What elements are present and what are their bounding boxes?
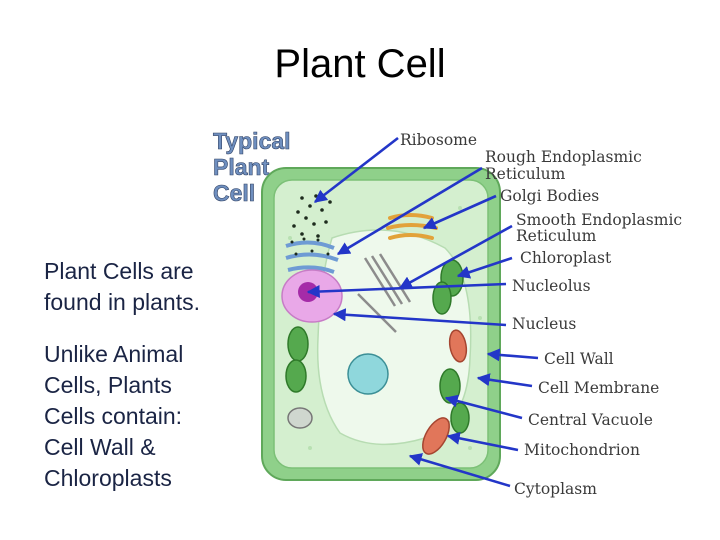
label-nucleus: Nucleus <box>512 315 576 333</box>
intro-paragraph: Plant Cells are found in plants. <box>44 256 200 318</box>
label-golgi-bodies: Golgi Bodies <box>500 187 599 205</box>
label-rough-er: Rough Endoplasmic <box>485 148 642 166</box>
arrow-cytoplasm <box>408 453 511 488</box>
arrow-nucleolus <box>306 282 507 299</box>
comparison-line: Chloroplasts <box>44 465 172 491</box>
label-rough-er-2: Reticulum <box>485 165 566 183</box>
label-cell-wall: Cell Wall <box>544 350 614 368</box>
smooth-er <box>357 253 412 333</box>
arrow-central-vacuole <box>444 394 523 420</box>
arrow-chloroplast <box>456 256 513 279</box>
arrow-smooth-er <box>398 224 513 290</box>
label-ribosome: Ribosome <box>400 131 477 149</box>
chloroplasts <box>285 259 470 434</box>
label-cytoplasm: Cytoplasm <box>514 480 597 498</box>
label-chloroplast: Chloroplast <box>520 249 612 267</box>
label-nucleolus: Nucleolus <box>512 277 591 295</box>
mitochondria <box>422 329 468 455</box>
comparison-line: Unlike Animal <box>44 341 184 367</box>
slide-title: Plant Cell <box>274 42 446 86</box>
arrow-golgi <box>422 194 497 230</box>
rough-er <box>285 240 339 274</box>
comparison-line: Cells contain: <box>44 403 183 429</box>
intro-line: found in plants. <box>44 289 201 315</box>
comparison-line: Cells, Plants <box>44 372 172 398</box>
arrow-nucleus <box>332 308 507 327</box>
diagram-heading-line: Plant <box>213 154 270 180</box>
label-central-vacuole: Central Vacuole <box>528 411 653 429</box>
label-smooth-er: Smooth Endoplasmic <box>516 211 682 229</box>
arrow-cell-wall <box>486 348 539 362</box>
comparison-line: Cell Wall & <box>44 434 156 460</box>
plant-cell-diagram: Typical Plant Cell <box>213 128 682 498</box>
pointer-arrows <box>306 136 539 488</box>
label-mitochondrion: Mitochondrion <box>524 441 640 459</box>
arrow-ribosome <box>313 136 399 204</box>
diagram-heading-line: Cell <box>213 180 255 206</box>
intro-line: Plant Cells are <box>44 258 194 284</box>
arrow-rough-er <box>336 166 483 256</box>
crystal-body <box>347 353 389 395</box>
label-smooth-er-2: Reticulum <box>516 227 597 245</box>
comparison-paragraph: Unlike Animal Cells, Plants Cells contai… <box>44 339 183 494</box>
vesicle <box>287 407 313 429</box>
diagram-heading-line: Typical <box>213 128 291 154</box>
arrow-cell-membrane <box>476 373 533 388</box>
label-cell-membrane: Cell Membrane <box>538 379 659 397</box>
arrow-mitochondrion <box>446 431 519 452</box>
